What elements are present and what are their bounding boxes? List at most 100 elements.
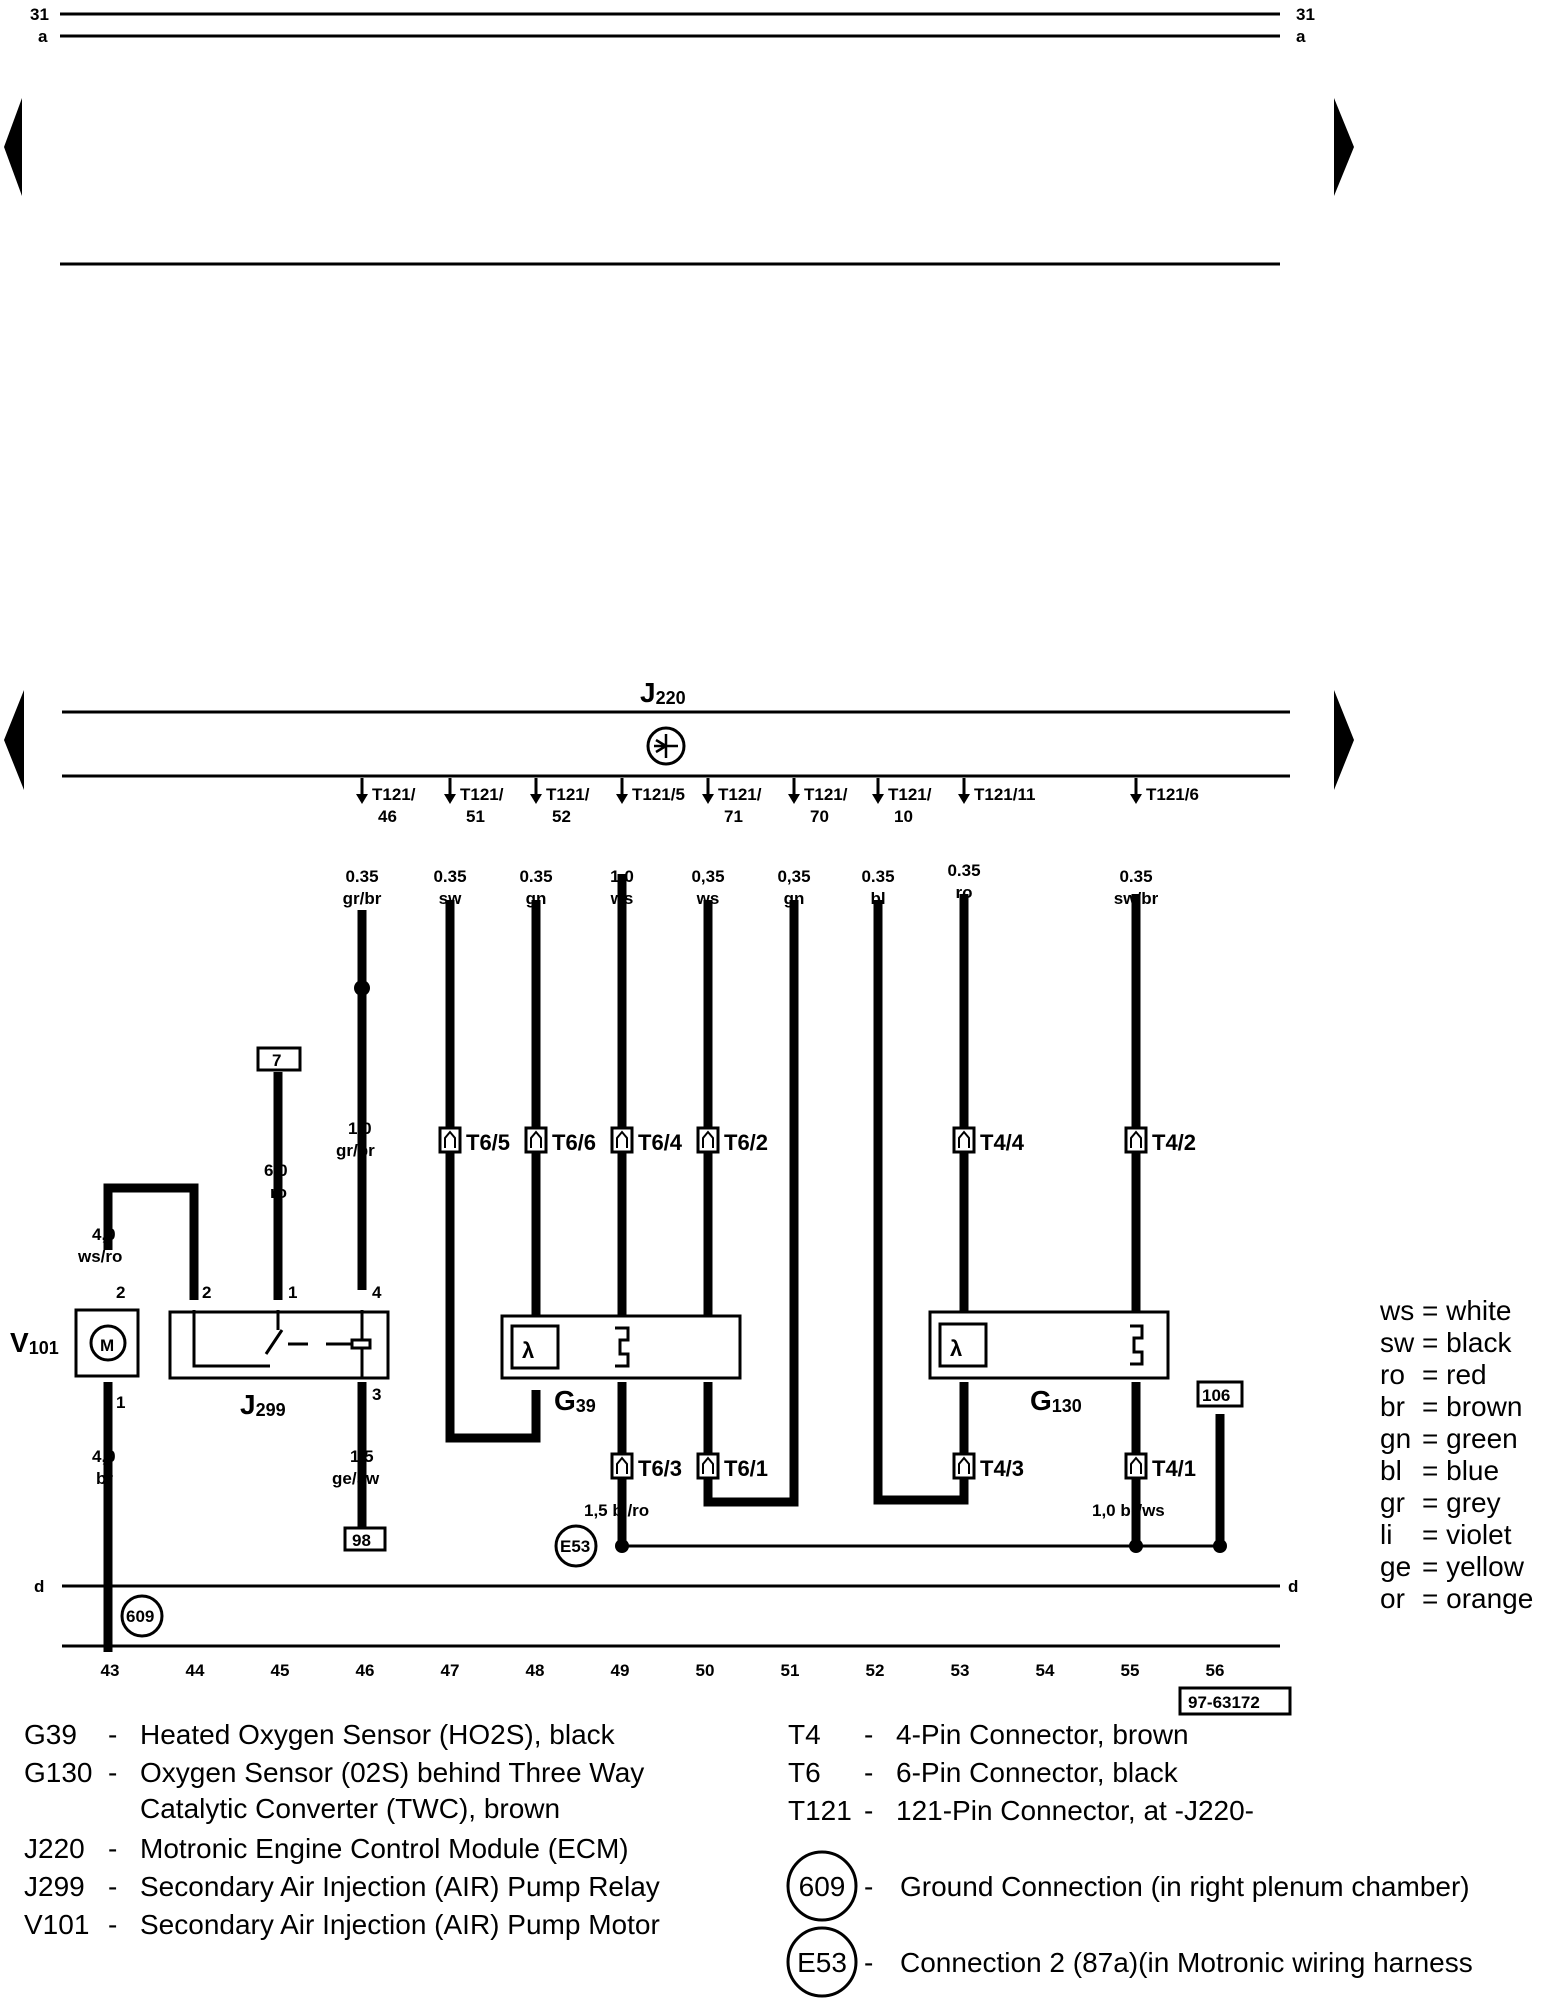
wire-color: sw: [439, 889, 462, 908]
connector-pin-icon: [1130, 1130, 1142, 1148]
connector-pin-icon: [444, 1130, 456, 1148]
track-number: 43: [101, 1661, 120, 1680]
svg-text:609: 609: [126, 1607, 154, 1626]
connector-pin-icon: [1130, 1456, 1142, 1474]
legend-sep: -: [108, 1719, 118, 1750]
track-number: 53: [951, 1661, 970, 1680]
connector-label: T4/2: [1152, 1130, 1196, 1155]
legend-item: J220-Motronic Engine Control Module (ECM…: [24, 1834, 629, 1864]
connector-label: T6/4: [638, 1130, 683, 1155]
pin-arrow-icon: [788, 794, 800, 804]
legend-sep: -: [864, 1719, 874, 1750]
pin-arrow-icon: [356, 794, 368, 804]
track-number: 44: [186, 1661, 205, 1680]
next-arrow-icon-2[interactable]: [1334, 690, 1354, 790]
legend-sep: -: [108, 1871, 118, 1902]
wire-43b-color: br: [96, 1469, 113, 1488]
wire-color: gn: [784, 889, 805, 908]
next-arrow-icon[interactable]: [1334, 98, 1354, 196]
v101-motor: M: [74, 1308, 140, 1378]
connector-t6_3: T6/3: [610, 1452, 682, 1481]
pin-arrow-icon: [702, 794, 714, 804]
legend-code: J220: [24, 1833, 85, 1864]
connector-pin-icon: [616, 1456, 628, 1474]
motor-symbol: M: [100, 1336, 114, 1355]
color-key-item: br= brown: [1380, 1391, 1533, 1423]
ecm-module: [62, 710, 1290, 778]
wire-size: 0.35: [345, 867, 378, 886]
wire-55-label: 1,0 br/ws: [1092, 1501, 1165, 1520]
e53-connection: E53: [554, 1524, 598, 1568]
color-name: = blue: [1422, 1455, 1500, 1486]
top-bus: [60, 12, 1280, 266]
connector-t4_4: T4/4: [952, 1126, 1025, 1155]
legend-item: J299-Secondary Air Injection (AIR) Pump …: [24, 1872, 660, 1902]
connector-t4_2: T4/2: [1124, 1126, 1196, 1155]
color-code: li: [1380, 1519, 1393, 1550]
track-number: 55: [1121, 1661, 1140, 1680]
wire-color: gn: [526, 889, 547, 908]
pin-label-bottom: 46: [378, 807, 397, 826]
legend-item: V101-Secondary Air Injection (AIR) Pump …: [24, 1910, 660, 1940]
v101-label: V101: [10, 1327, 59, 1358]
pin-label-bottom: 71: [724, 807, 743, 826]
j299-terminal-3: 3: [372, 1385, 381, 1404]
color-key-item: or= orange: [1380, 1583, 1533, 1615]
connector-t6_6: T6/6: [524, 1126, 596, 1155]
wires: [103, 874, 1225, 1652]
pin-label-top: T121/: [888, 785, 932, 804]
track-number: 50: [696, 1661, 715, 1680]
pin-arrow-icon: [444, 794, 456, 804]
wire-size: 0,35: [777, 867, 810, 886]
ref-7-box[interactable]: 7: [256, 1046, 302, 1072]
bus-a-label-left: a: [38, 27, 48, 46]
prev-arrow-icon[interactable]: [4, 98, 22, 196]
color-code: gr: [1380, 1487, 1405, 1518]
wire-labels: 1.0 gr/br 6,0 ro 4,0 ws/ro 4,0 br 1,5 ge…: [77, 1119, 1165, 1520]
track-number: 56: [1206, 1661, 1225, 1680]
track-number: 54: [1036, 1661, 1055, 1680]
ref-98-box[interactable]: 98: [343, 1526, 387, 1552]
legend-item: T121-121-Pin Connector, at -J220-: [788, 1796, 1254, 1826]
color-code: br: [1380, 1391, 1405, 1422]
connector-label: T6/2: [724, 1130, 768, 1155]
g130-label: G130: [1030, 1385, 1082, 1416]
color-name: = red: [1422, 1359, 1487, 1390]
connector-pin-icon: [958, 1456, 970, 1474]
wire-46c-size: 1,5: [350, 1447, 374, 1466]
color-key-item: gn= green: [1380, 1423, 1533, 1455]
pin-label-bottom: 51: [466, 807, 485, 826]
pin-label-top: T121/5: [632, 785, 685, 804]
color-name: = yellow: [1422, 1551, 1524, 1582]
svg-text:97-63172: 97-63172: [1188, 1693, 1260, 1712]
legend-item: G39-Heated Oxygen Sensor (HO2S), black: [24, 1720, 615, 1750]
legend-sep: -: [108, 1909, 118, 1940]
pin-arrow-icon: [872, 794, 884, 804]
wire-45-color: ro: [270, 1183, 287, 1202]
wire-size: 0.35: [1119, 867, 1152, 886]
g39-lambda-icon: λ: [522, 1338, 534, 1363]
wire-size: 0.35: [947, 861, 980, 880]
g130-lambda-icon: λ: [950, 1336, 962, 1361]
pin-arrow-icon: [1130, 794, 1142, 804]
legend-text: Heated Oxygen Sensor (HO2S), black: [140, 1719, 615, 1750]
connector-label: T4/4: [980, 1130, 1025, 1155]
j299-terminal-2: 2: [202, 1283, 211, 1302]
wire-43a-size: 4,0: [92, 1225, 116, 1244]
legend-code: T121: [788, 1795, 852, 1826]
prev-arrow-icon-2[interactable]: [4, 690, 24, 790]
legend-text: Catalytic Converter (TWC), brown: [140, 1793, 561, 1824]
color-code: ro: [1380, 1359, 1405, 1390]
wire-size: 0.35: [433, 867, 466, 886]
ref-106-box[interactable]: 106: [1196, 1380, 1244, 1408]
connector-pin-icon: [616, 1130, 628, 1148]
legend-item: T6-6-Pin Connector, black: [788, 1758, 1178, 1788]
ecm-label: J220: [640, 677, 686, 708]
